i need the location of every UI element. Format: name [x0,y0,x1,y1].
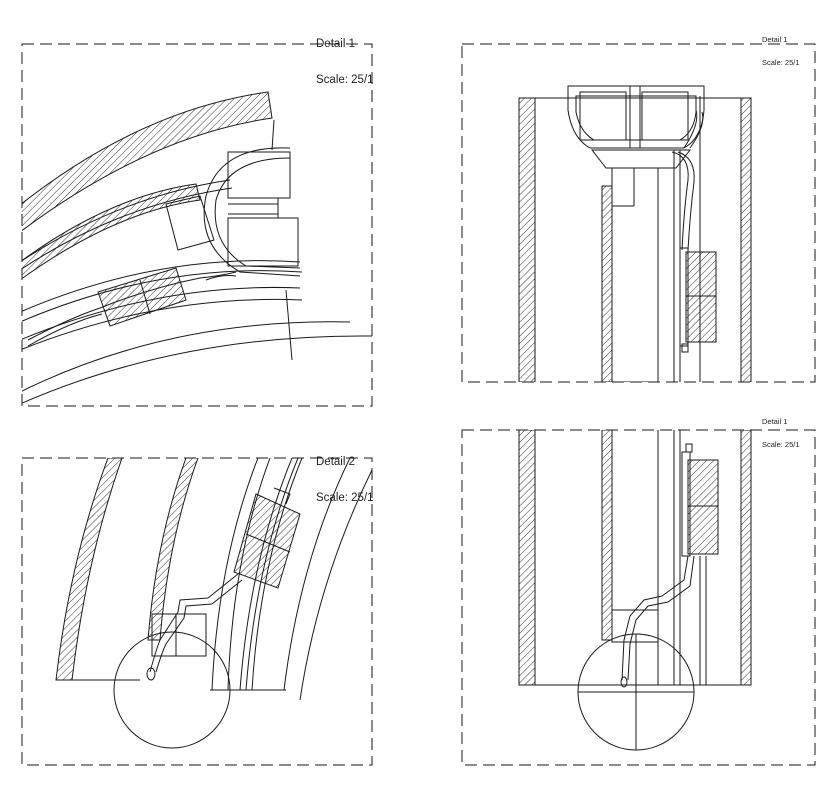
wire [677,151,695,251]
wire [27,271,237,341]
detail-view-top-right [461,43,816,383]
detail-scale: Scale: 25/1 [316,74,374,87]
detail-view-bottom-right [461,429,816,766]
outer-hatched-ring [22,91,273,232]
detail-label-top-right: Detail 1 Scale: 25/1 [762,20,800,75]
detail-title: Detail 1 [762,34,788,44]
hatched-sensor-block [97,267,187,327]
cage-slot [227,151,291,199]
left-hatched-wall [55,458,123,681]
cage-edge [271,119,275,151]
ball-cage-outer [567,85,705,149]
middle-hatched-ring [22,183,201,280]
ball-cage-outer [203,147,301,277]
hatched-sensor-block [687,459,719,555]
left-hatched-wall [518,97,536,382]
stem [611,167,659,382]
cage-slot [227,217,299,267]
seal-block [165,195,215,251]
cage-slot [641,91,689,141]
ball-seat [151,613,207,657]
wire [627,555,695,681]
wire-tip [146,667,156,681]
block-divider [139,279,151,315]
left-hatched-wall [518,430,536,686]
detail-frame [21,457,373,766]
wire [671,151,689,251]
ring-arc [22,335,372,404]
block-mount [273,487,291,505]
right-hatched-wall [740,97,752,382]
block-tab [681,343,689,353]
ball [113,631,231,749]
wire [27,313,103,347]
wire [621,555,689,681]
detail-frame [461,43,816,383]
block-divider [245,533,291,553]
ring-arc [283,458,351,691]
ring-arc [22,321,351,392]
wire [205,275,237,281]
hatched-sensor-block [685,251,717,343]
wire [683,109,704,149]
cage-slot [579,91,627,141]
wire [149,573,239,673]
detail-scale: Scale: 25/1 [762,440,800,450]
ball-cage-inner [214,157,301,269]
wire-tip [620,676,628,688]
block-mount [679,247,689,347]
detail-view-bottom-left [21,457,373,766]
hatched-sensor-block [233,493,301,589]
inner-hatched-wall [601,185,613,382]
cage-edge [285,289,293,361]
detail-frame [21,43,373,407]
block-tab [685,443,693,453]
ball-cage-inner [575,95,697,141]
wire [155,579,243,673]
ring-arc [299,469,372,701]
detail-label-bottom-right: Detail 1 Scale: 25/1 [762,402,800,457]
middle-hatched-wall [147,458,199,641]
detail-frame [461,429,816,766]
ring-arc [22,260,301,312]
ring-arc [22,298,303,350]
detail-view-top-left [21,43,373,407]
right-hatched-wall [740,430,752,686]
detail-title: Detail 2 [316,456,355,469]
detail-scale: Scale: 25/1 [762,58,800,68]
cage-bottom [590,149,692,169]
ring-arc [211,458,259,691]
inner-hatched-wall [601,430,613,641]
detail-title: Detail 1 [762,416,788,426]
